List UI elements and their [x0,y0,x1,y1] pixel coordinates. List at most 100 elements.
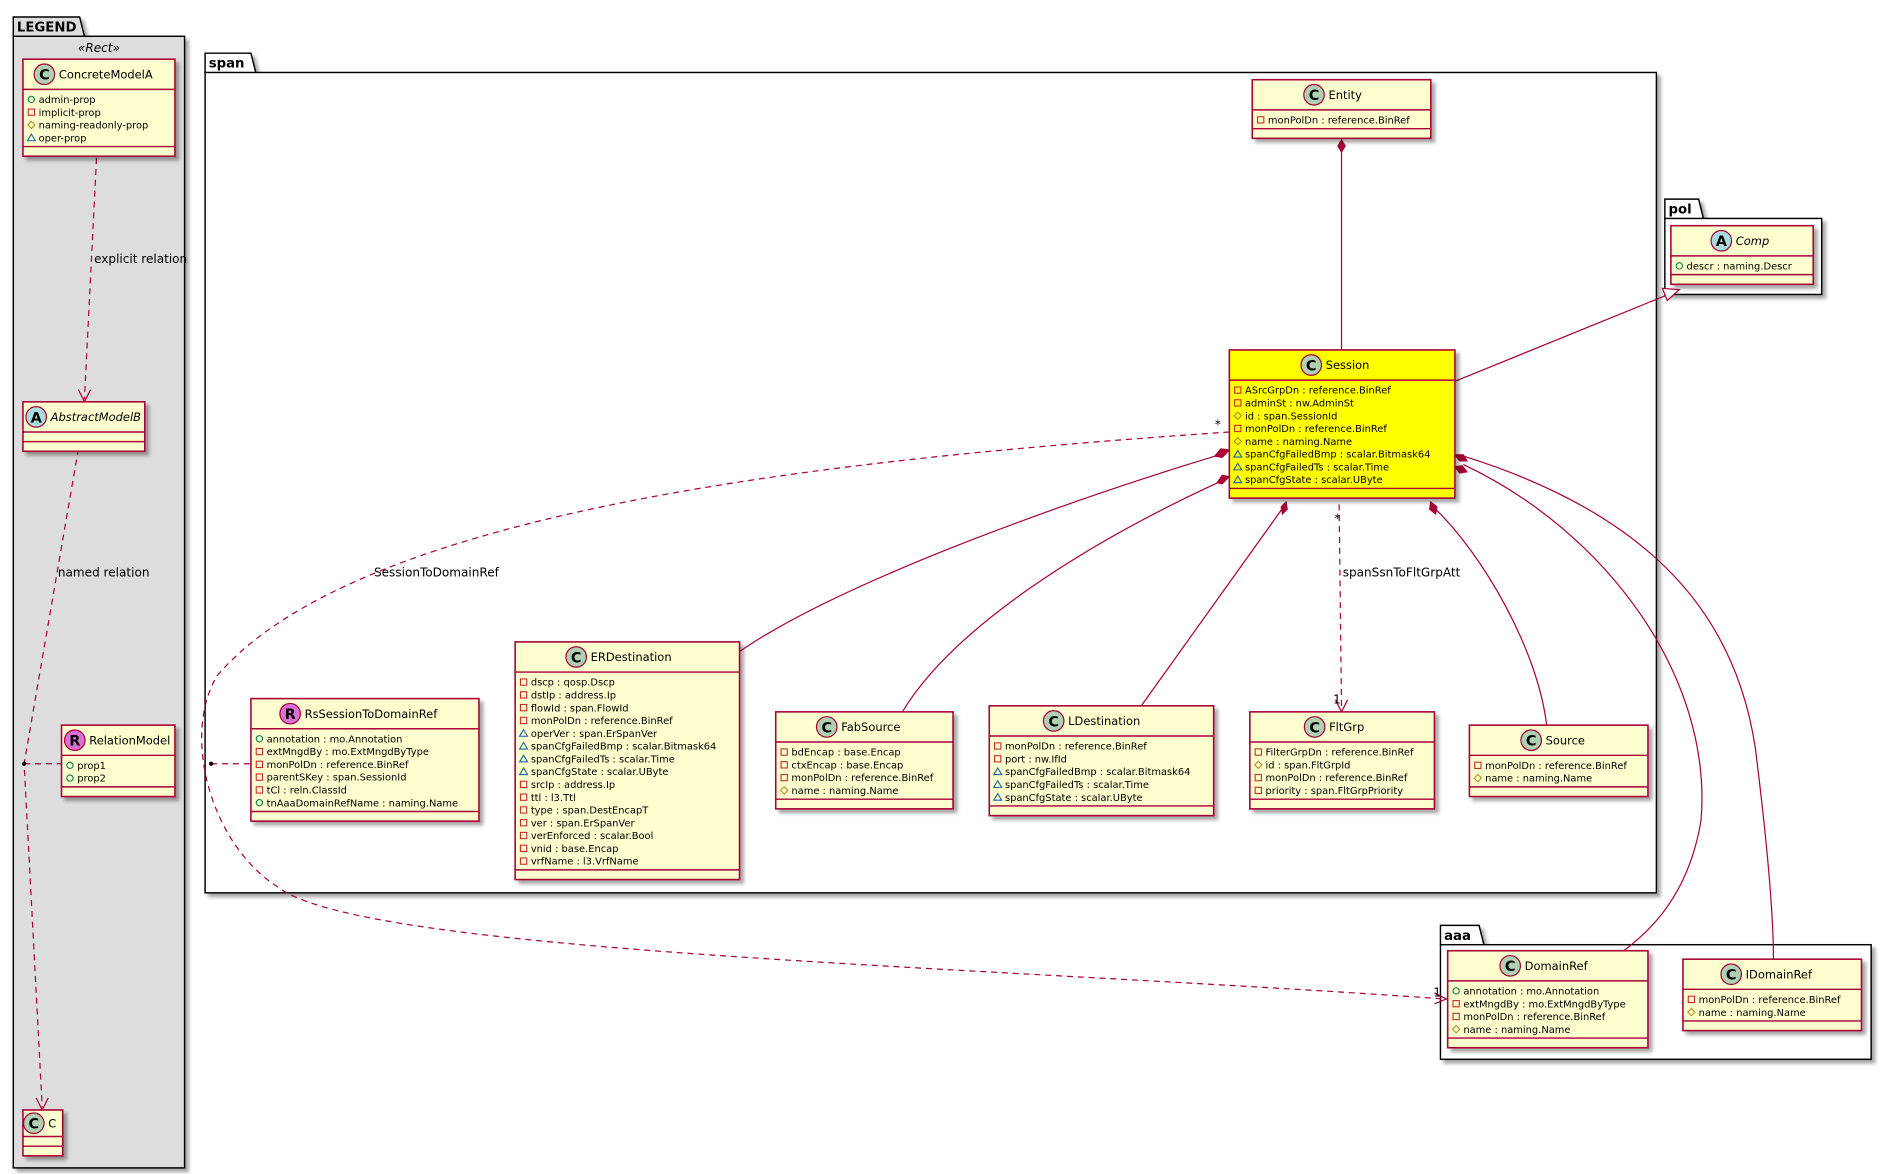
visibility-package-icon [1232,474,1243,484]
class-type-C-icon: C [1042,710,1065,732]
label-explicit-relation: explicit relation [94,252,187,266]
svg-text:C: C [1309,720,1320,736]
visibility-private-icon [780,773,788,782]
class-name: RelationModel [89,733,170,747]
visibility-package-icon [1232,462,1243,471]
class-attribute: spanCfgFailedBmp : scalar.Bitmask64 [531,742,716,753]
visibility-public-icon [1675,262,1684,270]
class-attribute: spanCfgState : scalar.UByte [531,767,669,778]
class-type-R-icon: R [63,729,86,752]
class-type-R-icon: R [279,702,301,725]
visibility-package-icon [518,741,529,750]
visibility-public-icon [1452,987,1460,995]
class-attribute: oper-prop [39,133,87,144]
composition-diamond [1453,465,1469,474]
label-multiplicity-src: * [1215,417,1221,431]
visibility-public-icon [255,735,264,743]
class-attribute: parentSKey : span.SessionId [267,773,407,784]
visibility-protected-icon [1253,760,1263,770]
class-attribute: id : span.SessionId [1245,411,1337,422]
class-name: AbstractModelB [50,410,141,424]
label-multiplicity-dst: 1 [1333,692,1341,706]
visibility-protected-icon [1687,1007,1696,1017]
class-attribute: ASrcGrpDn : reference.BinRef [1245,386,1391,397]
svg-text:C: C [571,650,582,666]
visibility-private-icon [1257,116,1265,124]
visibility-private-icon [780,748,788,756]
class-attribute: extMngdBy : mo.ExtMngdByType [267,747,429,758]
class-attribute: naming-readonly-prop [39,121,149,132]
class-attribute: spanCfgFailedTs : scalar.Time [1005,780,1149,791]
svg-text:R: R [285,707,296,723]
package-name: LEGEND [17,20,77,35]
visibility-private-icon [519,691,528,699]
visibility-private-icon [1254,786,1262,795]
visibility-private-icon [519,806,528,814]
svg-text:C: C [821,720,832,736]
visibility-private-icon [519,793,528,801]
label-named-relation: named relation [58,566,150,580]
class-name: IDomainRef [1746,967,1813,981]
visibility-package-icon [518,754,529,763]
edge-explicit-relation [83,158,98,400]
visibility-package-icon [1232,449,1243,458]
visibility-private-icon [255,747,264,756]
class-attribute: operVer : span.ErSpanVer [531,729,658,740]
class-attribute: name : naming.Name [1699,1008,1806,1019]
class-name: Entity [1328,88,1362,102]
class-attribute: vrfName : l3.VrfName [531,857,639,868]
visibility-private-icon [994,755,1002,763]
svg-text:C: C [1048,714,1059,730]
class-type-C-icon: C [22,1112,45,1135]
class-attribute: spanCfgState : scalar.UByte [1245,475,1383,486]
class-attribute: srcIp : address.Ip [531,780,615,791]
composition-diamond [1428,500,1438,516]
class-attribute: bdEncap : base.Encap [791,748,900,759]
class-attribute: priority : span.FltGrpPriority [1266,786,1404,797]
class-type-C-icon: C [1303,716,1326,738]
visibility-public-icon [255,799,264,807]
class-type-C-icon: C [33,63,56,86]
arrowhead [1434,992,1448,1005]
visibility-private-icon [1452,1012,1460,1021]
class-name: FltGrp [1329,720,1364,734]
class-type-C-icon: C [1499,954,1522,977]
package-name: pol [1668,203,1691,218]
visibility-private-icon [780,761,788,769]
class-name: Session [1326,358,1370,372]
class-attribute: annotation : mo.Annotation [1463,987,1599,998]
visibility-private-icon [1234,424,1242,433]
visibility-private-icon [255,760,264,769]
class-attribute: monPolDn : reference.BinRef [1463,1012,1605,1023]
composition-diamond [1280,500,1288,516]
class-attribute: spanCfgFailedTs : scalar.Time [1245,462,1389,473]
class-name: LDestination [1068,714,1140,728]
composition-diamond [1216,474,1231,485]
class-attribute: type : span.DestEncapT [531,806,649,817]
class-type-C-icon: C [565,646,588,668]
visibility-private-icon [519,857,528,865]
class-attribute: id : span.FltGrpId [1266,760,1351,771]
class-attribute: monPolDn : reference.BinRef [1485,761,1627,772]
visibility-private-icon [27,108,36,116]
label-session-to-domainref: SessionToDomainRef [374,566,500,580]
class-attribute: monPolDn : reference.BinRef [1268,115,1410,126]
class-attribute: prop1 [77,761,106,772]
class-attribute: ttl : l3.Ttl [531,793,576,804]
package-legend [12,16,186,1169]
